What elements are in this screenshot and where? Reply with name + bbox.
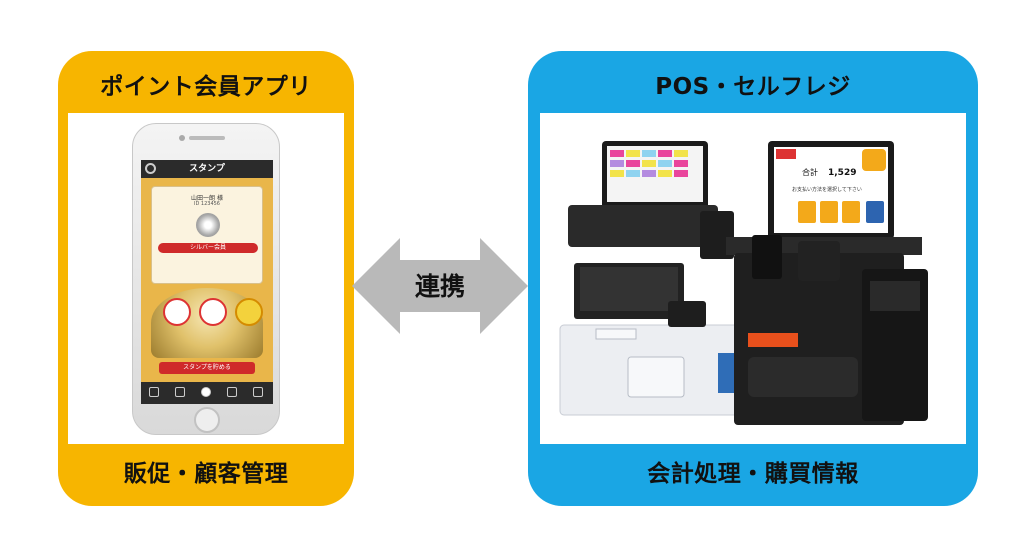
rank-badge: シルバー会員 bbox=[158, 243, 258, 253]
gear-icon bbox=[145, 163, 156, 174]
app-card-footer: 販促・顧客管理 bbox=[123, 461, 289, 487]
app-screen: スタンプ 山田一朗 様 ID 123456 シルバー会員 スタンプを貯める bbox=[141, 160, 273, 404]
smartphone: スタンプ 山田一朗 様 ID 123456 シルバー会員 スタンプを貯める bbox=[132, 123, 280, 435]
speaker-icon bbox=[189, 136, 225, 140]
medal-icon bbox=[196, 213, 220, 237]
stamp-icon bbox=[163, 298, 191, 326]
home-button-icon bbox=[194, 407, 220, 433]
pos-card-footer: 会計処理・購買情報 bbox=[647, 461, 859, 487]
coupon-icon bbox=[227, 387, 237, 397]
app-image-panel: スタンプ 山田一朗 様 ID 123456 シルバー会員 スタンプを貯める bbox=[68, 113, 344, 444]
pos-total-label: 合計 bbox=[802, 167, 818, 177]
pos-machines-illustration: 合計 1,529 お支払い方法を選択して下さい bbox=[559, 141, 928, 425]
stamp-icon bbox=[199, 298, 227, 326]
app-card: ポイント会員アプリ スタンプ 山田一朗 様 ID 123456 シルバー会員 bbox=[58, 51, 354, 506]
topping-stamp-icon bbox=[235, 298, 263, 326]
person-icon bbox=[201, 387, 211, 397]
app-card-title: ポイント会員アプリ bbox=[100, 74, 312, 100]
mail-icon bbox=[175, 387, 185, 397]
pos-card-title: POS・セルフレジ bbox=[655, 74, 851, 100]
collect-stamp-button: スタンプを貯める bbox=[159, 362, 255, 374]
connector-label: 連携 bbox=[414, 272, 465, 301]
pos-card: POS・セルフレジ bbox=[528, 51, 978, 506]
home-icon bbox=[149, 387, 159, 397]
tab-bar bbox=[141, 382, 273, 404]
member-card: 山田一朗 様 ID 123456 シルバー会員 bbox=[151, 186, 263, 284]
cart-icon bbox=[253, 387, 263, 397]
self-checkout-kiosk: 合計 1,529 お支払い方法を選択して下さい bbox=[726, 141, 928, 425]
app-bar-title: スタンプ bbox=[189, 164, 225, 174]
pos-image-panel: 合計 1,529 お支払い方法を選択して下さい bbox=[540, 113, 966, 444]
double-arrow-icon bbox=[352, 238, 528, 334]
member-name: 山田一朗 様 bbox=[191, 195, 223, 202]
pos-total-amount: 1,529 bbox=[828, 168, 856, 178]
connector: 連携 bbox=[352, 236, 528, 336]
pos-payment-prompt: お支払い方法を選択して下さい bbox=[792, 186, 862, 193]
pos-terminal bbox=[559, 141, 741, 416]
member-id: ID 123456 bbox=[193, 201, 220, 207]
app-bar: スタンプ bbox=[141, 160, 273, 178]
camera-icon bbox=[179, 135, 185, 141]
